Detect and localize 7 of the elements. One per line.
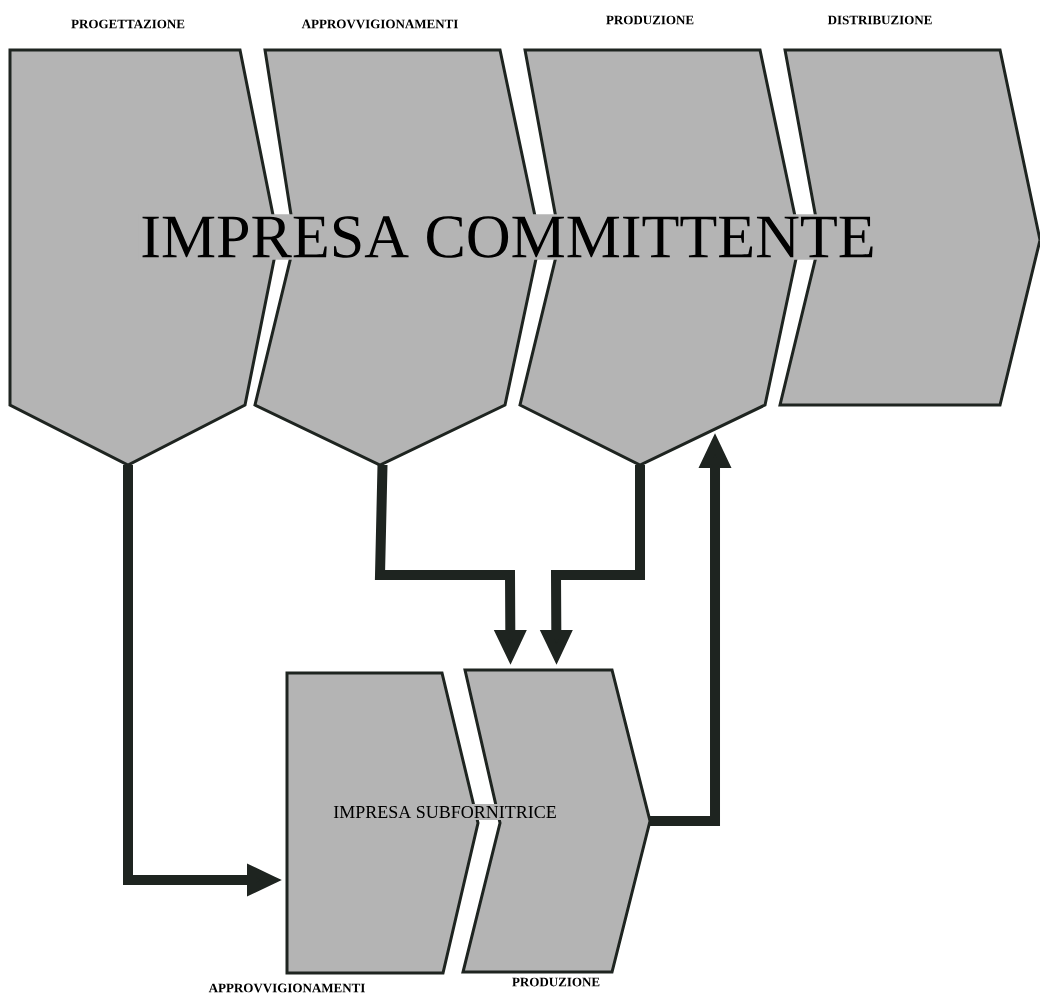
node-label: PROGETTAZIONE xyxy=(71,19,185,29)
node-label: APPROVVIGIONAMENTI xyxy=(208,983,365,993)
node-label: PRODUZIONE xyxy=(512,977,600,987)
node-label: APPROVVIGIONAMENTI xyxy=(301,19,458,29)
node-label: PRODUZIONE xyxy=(606,15,694,25)
company-label: IMPRESA COMMITTENTE xyxy=(138,214,878,260)
node-label: DISTRIBUZIONE xyxy=(827,15,932,25)
